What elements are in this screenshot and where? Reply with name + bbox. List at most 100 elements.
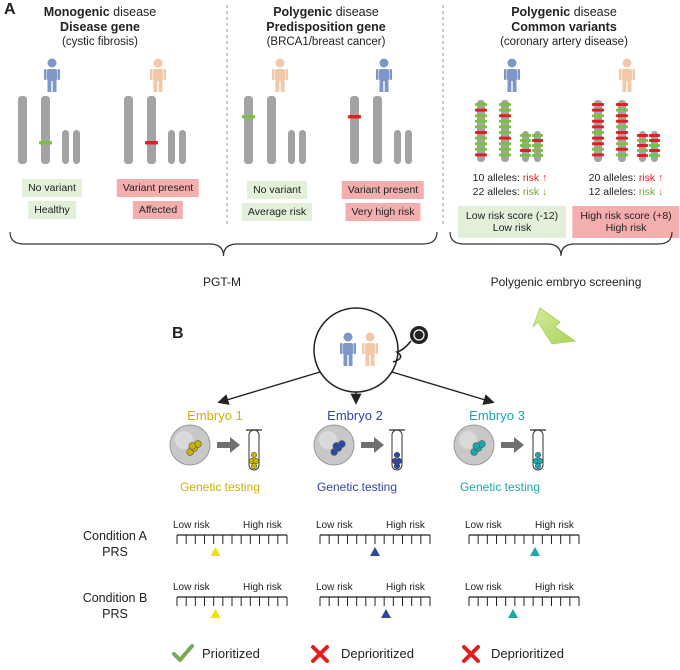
embryo-2-tube-cell-4 [393, 462, 401, 470]
embryo-3-result: Deprioritized [491, 646, 564, 661]
scale-a2-low: Low risk [316, 520, 353, 531]
embryo-1-name: Embryo 1 [187, 408, 243, 423]
female-icon-2-torso [275, 69, 285, 81]
embryo-2-scale-b-marker [381, 609, 391, 618]
embryo-1-cell-4 [188, 442, 197, 450]
couple-female-icon-arm-l [362, 343, 365, 354]
chrom-col3-right-allele-2-9 [616, 147, 628, 151]
chrom-col3-right-allele-4-5 [649, 154, 660, 157]
chrom-col3-left-allele-1-4 [475, 119, 487, 123]
chrom-col3-right-allele-3-1 [637, 134, 648, 137]
panel-a-label: A [4, 1, 16, 18]
chrom-col3-right-allele-3-2 [637, 139, 648, 142]
male-icon-3-arm-r [517, 69, 520, 80]
embryo-3-cell-4 [472, 442, 480, 450]
chrom-col1-left-chromosome-2 [41, 96, 50, 164]
chrom-col1-right-chromosome-3 [168, 130, 175, 164]
embryo-2-name: Embryo 2 [327, 408, 383, 423]
couple-male-icon-torso [343, 343, 353, 355]
embryo-3-scale-a-marker [530, 547, 540, 556]
col1-example: (cystic fibrosis) [61, 36, 139, 48]
female-icon-3-leg-l [622, 81, 627, 92]
chrom-col3-right-allele-3-3 [637, 144, 648, 147]
chrom-col3-left-allele-1-7 [475, 136, 487, 140]
female-icon-2-leg-l [275, 81, 280, 92]
female-icon-2-leg-r [280, 81, 285, 92]
deprioritized-cross-icon-1-b [311, 645, 329, 663]
chrom-col3-left-allele-1-6 [475, 131, 487, 134]
col3-subtitle: Common variants [511, 20, 617, 34]
chrom-col3-right-allele-2-6 [616, 131, 628, 134]
embryo-1-testing: Genetic testing [179, 480, 261, 494]
col1-title: Monogenic disease [43, 5, 157, 19]
embryo-1-tube-cell-1 [250, 451, 258, 459]
embryo-3-testing: Genetic testing [459, 480, 541, 494]
col1-subtitle: Disease gene [60, 20, 140, 34]
couple-male-icon-leg-l [343, 355, 348, 366]
scale-b1-low: Low risk [173, 582, 210, 593]
couple-female-icon-leg-r [370, 355, 375, 366]
male-icon-1-leg-r [52, 81, 57, 92]
sperm-tail [392, 340, 412, 363]
chrom-col2-right-chromosome-1 [350, 96, 359, 164]
chrom-col1-left-chromosome-4 [73, 130, 80, 164]
chrom-col3-right-allele-1-4 [592, 119, 604, 123]
scale-a1-low: Low risk [173, 520, 210, 531]
chrom-col1-right-chromosome-2 [147, 96, 156, 164]
col1-left-status: No variant [22, 179, 82, 198]
female-icon-3-leg-r [627, 81, 632, 92]
chrom-col3-right-allele-2-5 [616, 125, 628, 129]
embryo-1-scale-a-marker [210, 547, 221, 556]
embryo-2-result: Deprioritized [341, 646, 414, 661]
chrom-col3-right-allele-1-1 [592, 103, 604, 106]
chrom-col3-right-allele-1-7 [592, 136, 604, 140]
pes-brace [449, 231, 673, 257]
chrom-col3-left-allele-3-3 [520, 144, 531, 147]
female-icon-1-arm-l [150, 69, 153, 80]
embryo-3-scale-b-marker [508, 609, 518, 618]
male-icon-1-torso [47, 69, 57, 81]
embryo-1-tube-cell-4 [250, 462, 258, 470]
embryo-2-cell-4 [332, 442, 340, 450]
female-icon-3-arm-r [632, 69, 635, 80]
col3-title: Polygenic disease [511, 5, 617, 19]
male-icon-1-head [47, 58, 57, 68]
col2-example: (BRCA1/breast cancer) [266, 36, 386, 48]
embryo-2-testing: Genetic testing [316, 480, 398, 494]
col3-left-alleles-up: 10 alleles: risk ↑ [472, 172, 548, 184]
female-icon-1-torso [153, 69, 163, 81]
scale-a1-high: High risk [243, 520, 282, 531]
embryo-2-process-arrow [361, 437, 384, 453]
embryo-3-process-arrow [501, 437, 524, 453]
pes-label: Polygenic embryo screening [490, 275, 642, 289]
couple-male-icon-arm-r [353, 343, 356, 354]
female-icon-3-arm-l [619, 69, 622, 80]
chrom-col2-left-chromosome-1 [244, 96, 253, 164]
chrom-col3-left-allele-1-10 [475, 153, 487, 157]
chrom-col3-left-allele-2-2 [499, 108, 511, 112]
chrom-col3-left-allele-1-5 [475, 125, 487, 129]
couple-male-icon-head [343, 332, 353, 342]
chrom-col3-left-allele-2-10 [499, 153, 511, 157]
col2-right-outcome: Very high risk [345, 203, 421, 222]
chrom-col3-left-allele-1-1 [475, 103, 487, 106]
chrom-col3-right-allele-1-5 [592, 125, 604, 129]
chrom-col3-left-allele-3-1 [520, 134, 531, 137]
chrom-col3-left-allele-2-5 [499, 125, 511, 129]
chrom-col3-left-allele-4-1 [532, 134, 543, 137]
female-icon-2-arm-r [285, 69, 288, 80]
couple-male-icon-arm-l [340, 343, 343, 354]
scale-b2-high: High risk [386, 582, 425, 593]
chrom-col3-right-allele-1-2 [592, 108, 604, 112]
embryo-1-process-arrow [217, 437, 240, 453]
sperm-head-icon [410, 326, 428, 344]
col3-right-alleles-down: 12 alleles: risk ↓ [588, 186, 664, 198]
female-icon-1-leg-r [158, 81, 163, 92]
chrom-col3-left-allele-4-5 [532, 154, 543, 157]
chrom-col3-left-allele-1-2 [475, 108, 487, 112]
couple-male-icon-leg-r [348, 355, 353, 366]
